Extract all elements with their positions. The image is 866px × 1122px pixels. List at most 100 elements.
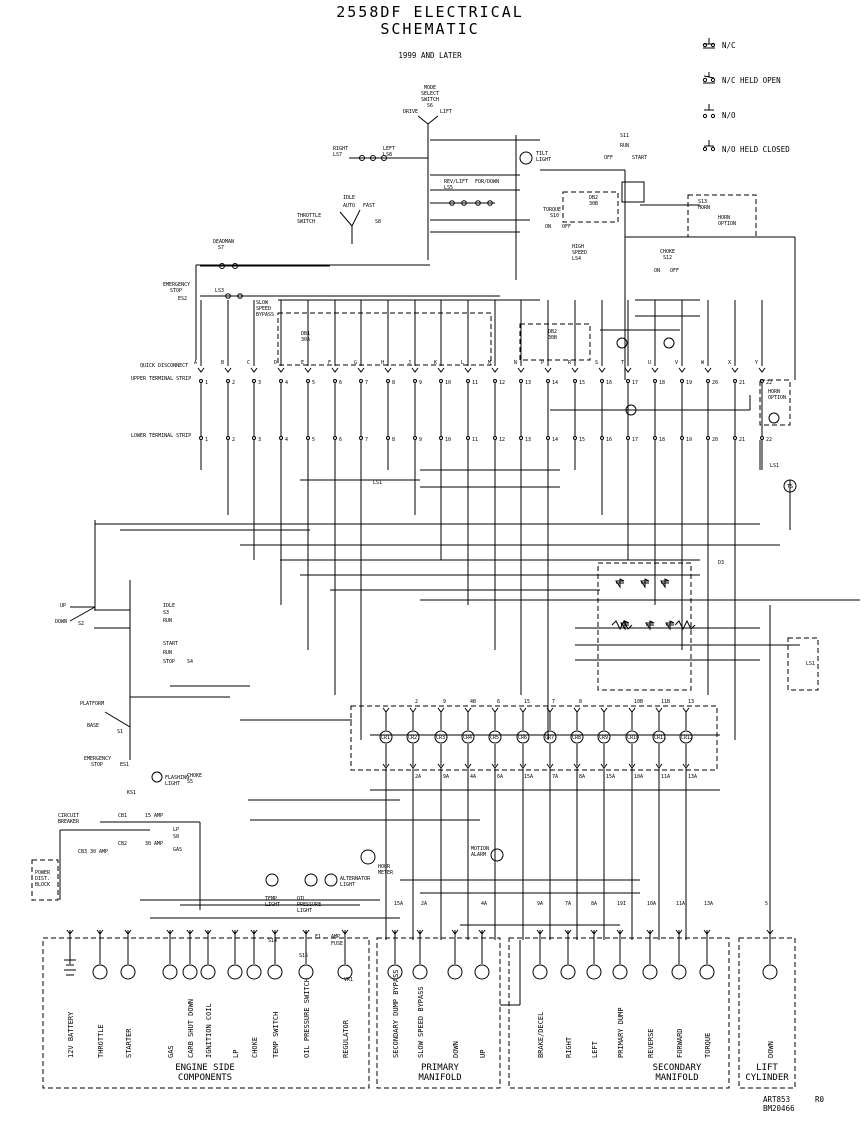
legend-no-held-closed: N/O HELD CLOSED: [722, 145, 790, 154]
legend-nc: N/C: [722, 41, 736, 50]
relay-coil: [434, 730, 448, 744]
bottom-wire-label: 19I: [617, 901, 626, 907]
connector: [646, 929, 654, 935]
qd-letter: H: [381, 360, 384, 366]
terminal-number: 11: [472, 437, 478, 443]
svg-text:ON: ON: [654, 268, 660, 274]
connector: [704, 367, 712, 373]
svg-text:CIRCUIT: CIRCUIT: [58, 813, 79, 819]
connector: [166, 929, 174, 935]
svg-text:START: START: [163, 641, 178, 647]
terminal: [439, 436, 443, 440]
diode: [665, 620, 675, 631]
terminal: [600, 379, 604, 383]
component-coil: [642, 964, 658, 980]
component-label: REVERSE: [647, 1028, 655, 1058]
svg-text:RIGHT: RIGHT: [333, 146, 348, 152]
svg-text:ES2: ES2: [178, 296, 187, 302]
svg-text:HORN: HORN: [718, 215, 730, 221]
light-l2: [663, 337, 675, 349]
lower-terminal-strip-label: LOWER TERMINAL STRIP: [131, 433, 191, 439]
svg-text:D3: D3: [718, 560, 724, 566]
svg-text:S5: S5: [187, 779, 193, 785]
svg-text:EMERGENCY: EMERGENCY: [163, 282, 190, 288]
svg-text:POWER: POWER: [35, 870, 51, 876]
power-distribution-block: [31, 859, 59, 901]
component-label: PRIMARY DUMP: [617, 1007, 625, 1058]
bottom-wire-label: 8A: [591, 901, 597, 907]
bottom-wire-label: 15A: [394, 901, 403, 907]
terminal-number: 14: [552, 380, 558, 386]
svg-text:LS7: LS7: [333, 152, 342, 158]
svg-text:REV/LIFT: REV/LIFT: [444, 179, 468, 185]
terminal: [706, 436, 710, 440]
svg-text:S11: S11: [620, 133, 629, 139]
svg-text:RUN: RUN: [163, 618, 172, 624]
qd-letter: K: [434, 360, 437, 366]
svg-text:IDLE: IDLE: [163, 603, 175, 609]
rev-for-limit-switch: REV/LIFT LS5 FOR/DOWN: [430, 179, 499, 206]
qd-letter: R: [568, 360, 572, 366]
relay-coil: [652, 730, 666, 744]
svg-text:30 AMP: 30 AMP: [145, 841, 163, 847]
svg-text:BLOCK: BLOCK: [35, 882, 50, 888]
connector: [341, 929, 349, 935]
terminal-number: 5: [312, 380, 315, 386]
connector: [224, 367, 232, 373]
connector: [384, 367, 392, 373]
terminal: [466, 379, 470, 383]
diode: [645, 620, 655, 631]
component-coil: [337, 964, 353, 980]
qd-letter: N: [514, 360, 517, 366]
horn-a2: [768, 412, 780, 424]
component-label: STARTER: [125, 1028, 133, 1058]
qd-letter: D: [274, 360, 277, 366]
svg-text:LIGHT: LIGHT: [536, 157, 551, 163]
relay-coil-label: CR8: [572, 735, 581, 741]
component-coil: [671, 964, 687, 980]
component-coil: [387, 964, 403, 980]
group-engine-line2: COMPONENTS: [178, 1073, 232, 1083]
terminal: [439, 379, 443, 383]
flashing-light: [151, 771, 163, 783]
terminal: [199, 379, 203, 383]
svg-text:THROTTLE: THROTTLE: [297, 213, 321, 219]
component-coil: [298, 964, 314, 980]
bottom-wire-label: 10A: [647, 901, 656, 907]
relay-coil: [406, 730, 420, 744]
component-coil: [447, 964, 463, 980]
terminal: [386, 379, 390, 383]
qd-letter: J: [408, 360, 411, 366]
component-label: TORQUE: [704, 1033, 712, 1058]
svg-text:START: START: [632, 155, 647, 161]
qd-letter: W: [701, 360, 705, 366]
diode-cluster: [597, 562, 692, 691]
terminal-number: 21: [739, 437, 745, 443]
right-left-limit-switches: RIGHT LS7 LEFT LS8: [333, 146, 428, 161]
terminal-number: 6: [339, 437, 342, 443]
light-l5: [324, 873, 338, 887]
connector: [409, 707, 417, 713]
relay-coil-label: CR2: [408, 735, 417, 741]
horn-option-box-2: [759, 379, 791, 426]
terminal: [493, 379, 497, 383]
connector: [590, 929, 598, 935]
svg-text:TILT: TILT: [536, 151, 548, 157]
component-coil: [120, 964, 136, 980]
coil-wire-label: 15A: [606, 774, 615, 780]
svg-text:S14: S14: [268, 938, 277, 944]
svg-text:CB1: CB1: [118, 813, 127, 819]
terminal-number: 16: [606, 380, 612, 386]
legend-no-held-closed-symbol: [702, 140, 716, 152]
svg-text:DEADMAN: DEADMAN: [213, 239, 234, 245]
svg-text:PLATFORM: PLATFORM: [80, 701, 104, 707]
component-coil: [560, 964, 576, 980]
svg-text:30A: 30A: [301, 337, 310, 343]
connector: [598, 367, 606, 373]
svg-text:CHOKE: CHOKE: [187, 773, 202, 779]
terminal-number: 17: [632, 380, 638, 386]
terminal: [600, 436, 604, 440]
terminal: [226, 379, 230, 383]
